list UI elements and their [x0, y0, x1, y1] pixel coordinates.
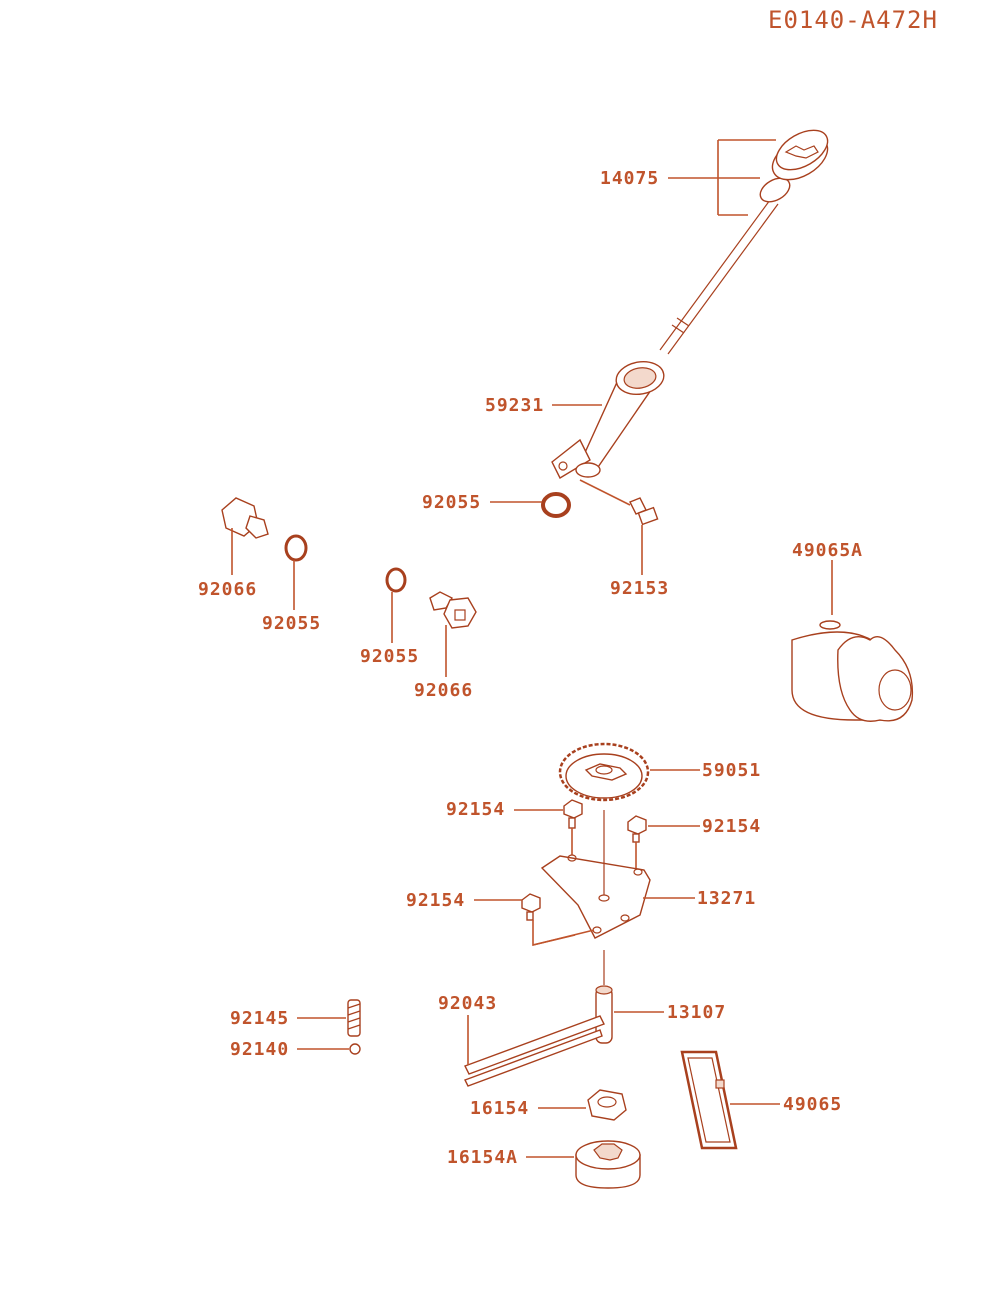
- label-92145: 92145: [230, 1008, 289, 1029]
- ball-92140[interactable]: [349, 1043, 361, 1055]
- label-59051: 59051: [702, 760, 761, 781]
- callout-92154b: 92154: [635, 816, 761, 868]
- inner-rotor-16154[interactable]: [587, 1089, 627, 1121]
- label-13107: 13107: [667, 1002, 726, 1023]
- label-92153: 92153: [610, 578, 669, 599]
- oil-filter-49065A[interactable]: [791, 620, 914, 722]
- callout-49065A: 49065A: [792, 540, 863, 615]
- drain-plug-92066-middle[interactable]: [429, 591, 477, 629]
- gasket-49065[interactable]: [680, 1050, 738, 1150]
- callout-92140: 92140: [230, 1039, 349, 1060]
- o-ring-92055-left[interactable]: [284, 534, 308, 562]
- label-14075: 14075: [600, 168, 659, 189]
- spring-92145[interactable]: [347, 999, 361, 1037]
- callout-59051: 59051: [650, 760, 761, 781]
- drain-plug-92066-left[interactable]: [221, 497, 269, 539]
- label-92043: 92043: [438, 993, 497, 1014]
- callout-59231: 59231: [485, 395, 602, 416]
- plate-13271[interactable]: [532, 810, 651, 947]
- callout-13107: 13107: [614, 1002, 726, 1023]
- label-92055c: 92055: [360, 646, 419, 667]
- rod-92043[interactable]: [464, 1015, 605, 1087]
- o-ring-92055-upper[interactable]: [541, 492, 571, 518]
- label-16154: 16154: [470, 1098, 529, 1119]
- label-49065A: 49065A: [792, 540, 863, 561]
- bolt-92154-lower[interactable]: [521, 893, 541, 921]
- label-92066a: 92066: [198, 579, 257, 600]
- callout-13271: 13271: [643, 888, 756, 909]
- bolt-92153[interactable]: [579, 479, 659, 526]
- label-49065: 49065: [783, 1094, 842, 1115]
- o-ring-92055-middle[interactable]: [385, 567, 407, 593]
- callout-49065: 49065: [730, 1094, 842, 1115]
- callout-92055b: 92055: [262, 560, 321, 634]
- callout-92066b: 92066: [414, 625, 473, 701]
- callout-16154: 16154: [470, 1098, 586, 1119]
- outer-rotor-16154A[interactable]: [575, 1140, 641, 1189]
- callout-92154c: 92154: [406, 890, 522, 911]
- label-13271: 13271: [697, 888, 756, 909]
- label-92140: 92140: [230, 1039, 289, 1060]
- label-92055b: 92055: [262, 613, 321, 634]
- label-92154b: 92154: [702, 816, 761, 837]
- diagram-code: E0140-A472H: [768, 6, 938, 34]
- label-92154a: 92154: [446, 799, 505, 820]
- callout-92066a: 92066: [198, 528, 257, 600]
- callout-92055c: 92055: [360, 592, 419, 667]
- label-59231: 59231: [485, 395, 544, 416]
- callout-92043: 92043: [438, 993, 497, 1065]
- callout-92154a: 92154: [446, 799, 573, 855]
- callout-92153: 92153: [610, 525, 669, 599]
- shaft-13107[interactable]: [595, 950, 613, 1044]
- dipstick-part[interactable]: [659, 122, 835, 355]
- filler-tube-part[interactable]: [551, 358, 666, 479]
- gear-59051[interactable]: [558, 742, 650, 802]
- label-92066b: 92066: [414, 680, 473, 701]
- callout-14075: 14075: [600, 139, 776, 216]
- callout-92055a: 92055: [422, 492, 542, 513]
- label-16154A: 16154A: [447, 1147, 518, 1168]
- callout-92145: 92145: [230, 1008, 346, 1029]
- callout-16154A: 16154A: [447, 1147, 574, 1168]
- bolt-92154-left[interactable]: [563, 799, 583, 829]
- bolt-92154-right[interactable]: [627, 815, 647, 843]
- label-92154c: 92154: [406, 890, 465, 911]
- label-92055a: 92055: [422, 492, 481, 513]
